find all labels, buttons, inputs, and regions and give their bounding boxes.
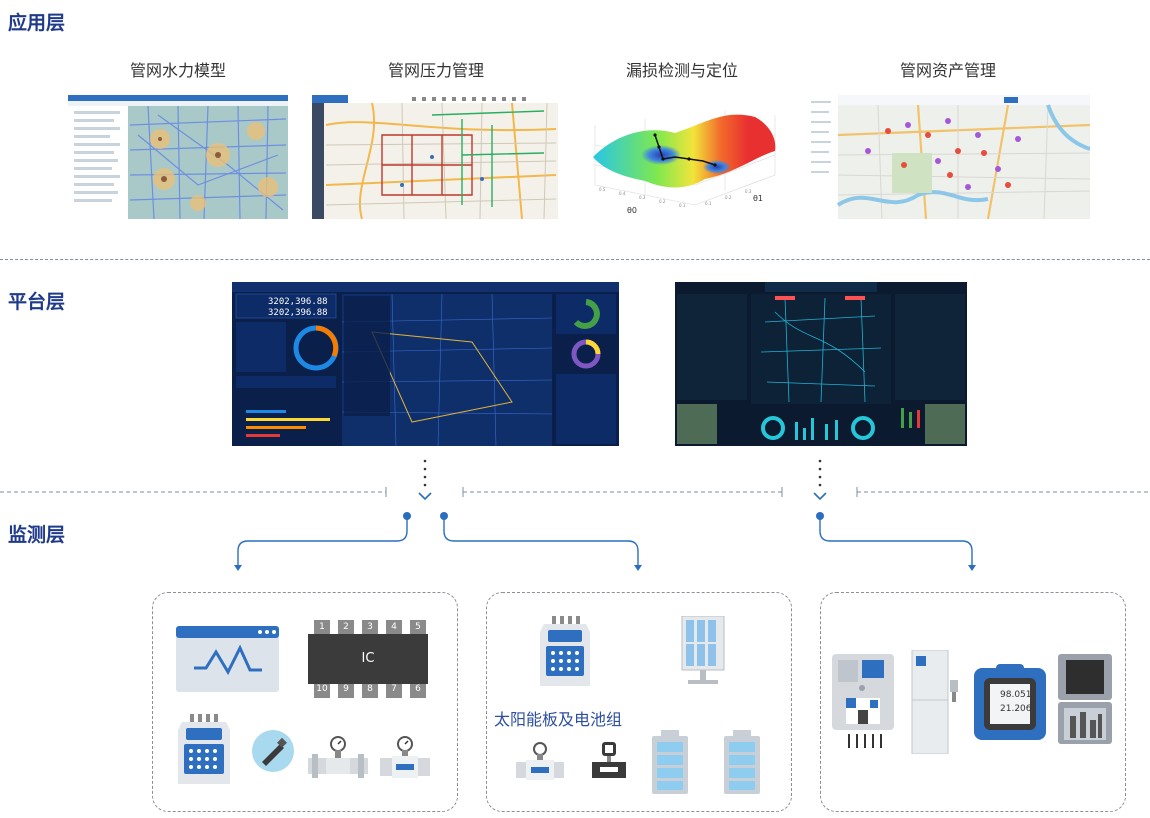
app-title-leak: 漏损检测与定位 — [625, 61, 738, 80]
svg-text:0.2: 0.2 — [659, 199, 666, 204]
ic-pin-label: 1 — [319, 622, 325, 632]
chart3d-x-axis-label: θ0 — [627, 206, 637, 215]
ic-pin-label: 3 — [367, 622, 373, 632]
hydraulic-model-map-icon — [68, 95, 288, 219]
monitoring-group-2 — [486, 592, 792, 812]
data-logger-keypad-icon — [178, 714, 230, 784]
waveform-monitor-icon — [176, 626, 279, 692]
layer-title-platform: 平台层 — [8, 291, 66, 313]
svg-text:0.3: 0.3 — [745, 189, 752, 194]
water-quality-analyzer-icon — [832, 654, 894, 748]
pressure-transmitter-icon — [592, 742, 626, 778]
multi-parameter-cabinet-icon — [1058, 654, 1112, 744]
ic-pin-label: 7 — [391, 684, 397, 694]
rtu-terminal-icon — [540, 616, 590, 686]
connector-lines — [234, 459, 976, 571]
pressure-management-map-icon — [312, 95, 558, 219]
svg-text:3202,396.88: 3202,396.88 — [268, 297, 328, 307]
ic-pin-label: 6 — [415, 684, 421, 694]
ic-pin-label: 9 — [343, 684, 349, 694]
app-title-pressure: 管网压力管理 — [387, 61, 484, 80]
cabinet-analyzer-icon — [911, 650, 958, 754]
separator-platform-monitoring — [0, 487, 1150, 497]
solar-battery-caption: 太阳能板及电池组 — [494, 710, 623, 729]
asset-management-map-icon — [808, 95, 1090, 219]
ic-pin-label: 10 — [316, 684, 328, 694]
electromagnetic-flowmeter-icon — [516, 742, 564, 780]
digital-display-meter-icon: 98.051 21.206 — [974, 664, 1046, 740]
svg-text:0.5: 0.5 — [599, 187, 606, 192]
ic-pin-label: 5 — [415, 622, 421, 632]
app-title-asset: 管网资产管理 — [899, 61, 996, 80]
ic-pin-label: 4 — [391, 622, 397, 632]
ic-chip-label: IC — [361, 651, 375, 666]
monitoring-group-3 — [820, 592, 1126, 812]
probe-sensor-icon — [252, 730, 294, 772]
monitoring-group-1 — [152, 592, 458, 812]
svg-text:0.3: 0.3 — [639, 195, 646, 200]
chart3d-y-axis-label: θ1 — [753, 194, 763, 203]
separator-application-platform — [0, 259, 1150, 260]
leak-detection-3d-surface-icon: 0.5 0.4 0.3 0.2 0.1 0.1 0.2 0.3 θ0 θ1 — [593, 111, 776, 215]
pipe-pressure-gauge-icon — [308, 736, 368, 778]
platform-dashboard-1-icon: 3202,396.88 3202,396.88 — [232, 282, 619, 446]
meter-reading-1: 98.051 — [1000, 690, 1032, 700]
solar-panel-icon — [681, 616, 725, 684]
svg-text:0.1: 0.1 — [705, 201, 712, 206]
layer-title-application: 应用层 — [8, 12, 66, 34]
ic-pin-label: 8 — [367, 684, 373, 694]
battery-icon-2 — [724, 730, 760, 794]
app-title-hydraulic: 管网水力模型 — [129, 61, 226, 80]
svg-text:0.1: 0.1 — [679, 203, 686, 208]
platform-dashboard-2-icon — [675, 282, 967, 446]
svg-text:0.2: 0.2 — [725, 195, 732, 200]
meter-reading-2: 21.206 — [1000, 704, 1032, 714]
layer-title-monitoring: 监测层 — [8, 524, 66, 546]
ic-chip-icon: 1 2 3 4 5 IC 10 9 8 7 6 — [308, 620, 428, 698]
svg-text:3202,396.88: 3202,396.88 — [268, 308, 328, 318]
battery-icon-1 — [652, 730, 688, 794]
ic-pin-label: 2 — [343, 622, 349, 632]
flow-meter-gauge-icon — [380, 736, 430, 778]
svg-text:0.4: 0.4 — [619, 191, 626, 196]
